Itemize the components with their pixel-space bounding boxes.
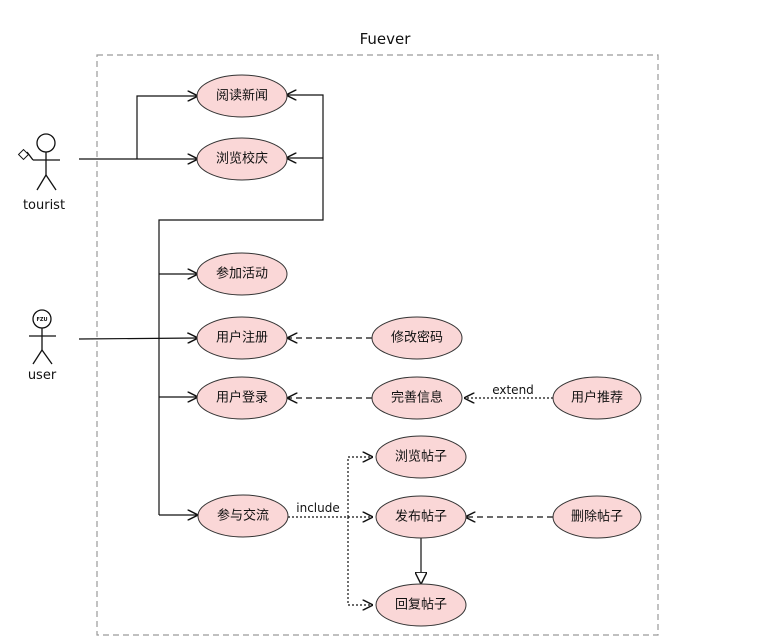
use-case-reply-post[interactable]: 回复帖子: [375, 583, 467, 627]
user-associations: [78, 95, 324, 515]
use-case-delete-post[interactable]: 删除帖子: [552, 495, 642, 539]
svg-text:删除帖子: 删除帖子: [571, 510, 623, 525]
svg-text:用户注册: 用户注册: [216, 330, 268, 346]
svg-text:用户登录: 用户登录: [216, 390, 268, 406]
use-case-recommend[interactable]: 用户推荐: [552, 376, 642, 420]
svg-text:发布帖子: 发布帖子: [395, 509, 447, 525]
svg-text:浏览校庆: 浏览校庆: [216, 151, 268, 167]
svg-text:浏览帖子: 浏览帖子: [395, 449, 447, 465]
actor-tourist-label: tourist: [23, 198, 65, 213]
svg-text:完善信息: 完善信息: [391, 390, 443, 406]
svg-text:参加活动: 参加活动: [216, 266, 268, 282]
use-case-publish-post[interactable]: 发布帖子: [375, 495, 467, 539]
extend-label: extend: [492, 383, 534, 397]
use-case-read-news[interactable]: 阅读新闻: [196, 74, 288, 118]
actor-tourist[interactable]: tourist: [17, 133, 66, 213]
system-title: Fuever: [360, 30, 412, 48]
svg-text:用户推荐: 用户推荐: [571, 390, 623, 406]
svg-text:阅读新闻: 阅读新闻: [216, 88, 268, 104]
use-case-complete-info[interactable]: 完善信息: [371, 376, 463, 420]
svg-text:回复帖子: 回复帖子: [395, 598, 447, 613]
system-boundary: [96, 54, 659, 636]
include-label: include: [296, 501, 339, 515]
svg-text:修改密码: 修改密码: [391, 330, 443, 346]
use-case-register[interactable]: 用户注册: [196, 316, 288, 360]
use-case-browse-anniversary[interactable]: 浏览校庆: [196, 137, 288, 181]
actor-user[interactable]: FZU user: [28, 309, 57, 383]
tourist-associations: [79, 96, 197, 159]
include-edges: [288, 457, 372, 605]
use-case-browse-post[interactable]: 浏览帖子: [375, 435, 467, 479]
use-case-join-activity[interactable]: 参加活动: [196, 252, 288, 296]
actor-user-label: user: [28, 368, 57, 383]
use-case-login[interactable]: 用户登录: [196, 376, 288, 420]
svg-text:参与交流: 参与交流: [217, 508, 269, 524]
use-case-change-password[interactable]: 修改密码: [371, 316, 463, 360]
user-badge: FZU: [36, 317, 47, 323]
use-case-exchange[interactable]: 参与交流: [197, 494, 289, 538]
flag-icon: [17, 148, 34, 161]
